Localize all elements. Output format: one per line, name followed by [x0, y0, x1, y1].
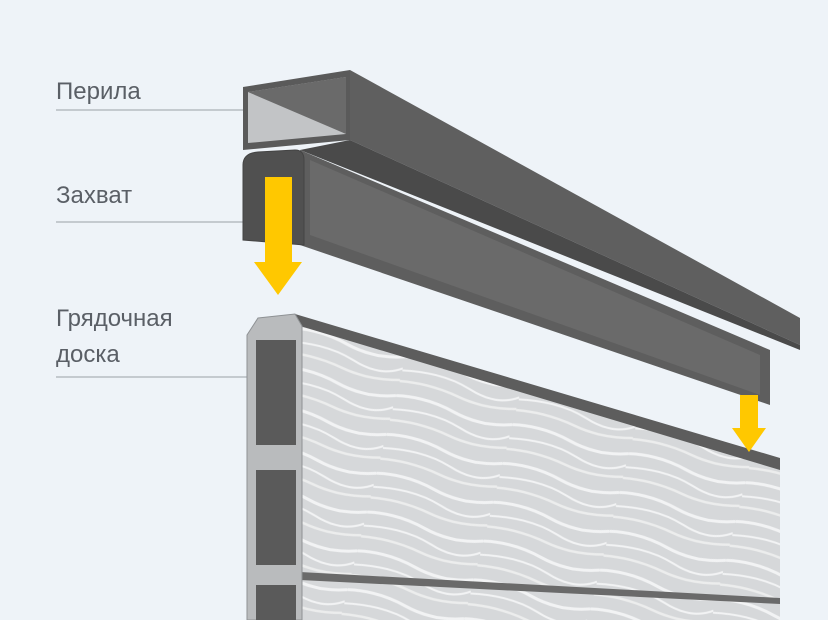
- garden-board: [246, 313, 780, 620]
- label-board-line1: Грядочная: [56, 305, 173, 332]
- arrow-down-icon: [254, 177, 302, 295]
- arrow-down-icon: [732, 395, 766, 452]
- rail-profile: [243, 70, 800, 350]
- label-board-line2: доска: [56, 341, 120, 368]
- leader-lines: [56, 109, 248, 378]
- label-rail: Перила: [56, 78, 141, 105]
- label-grip: Захват: [56, 182, 133, 209]
